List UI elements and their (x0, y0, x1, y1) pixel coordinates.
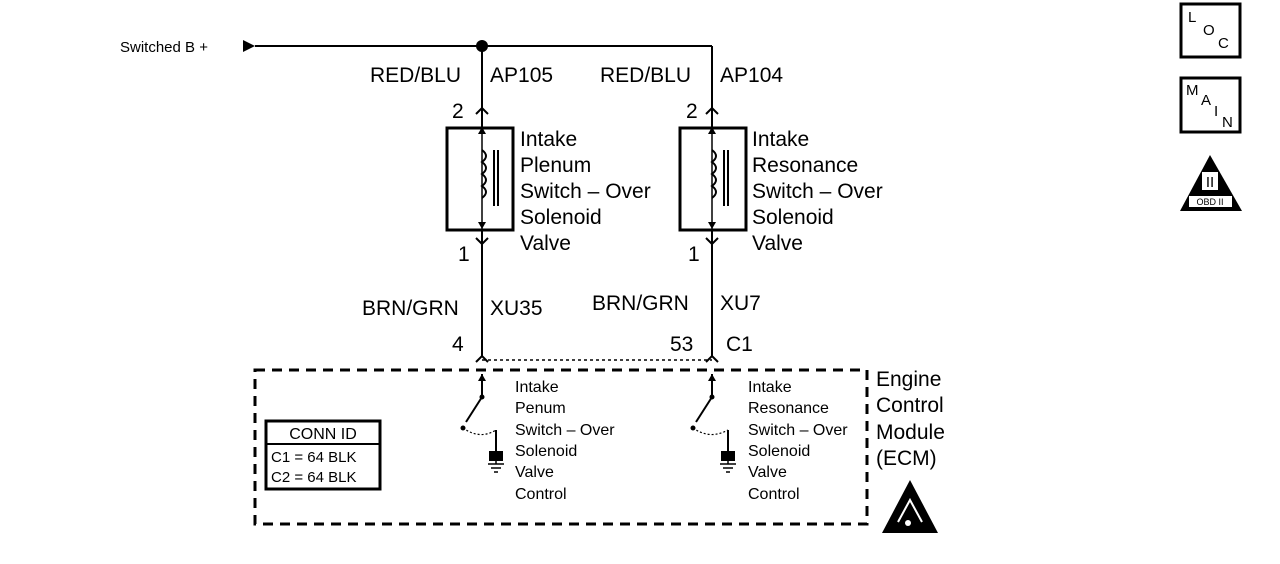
loc-button[interactable]: L O C (1179, 2, 1242, 59)
esd-warning-icon (882, 480, 938, 533)
right-component-name: Intake Resonance Switch – Over Solenoid … (752, 128, 889, 255)
right-ecm-pin: 53 (670, 333, 693, 356)
right-ecm-function: Intake Resonance Switch – Over Solenoid … (748, 379, 852, 503)
right-circuit: RED/BLU AP104 2 Intake Resonance Switch … (592, 64, 889, 503)
supply-label: Switched B + (120, 39, 208, 56)
svg-text:I: I (1214, 103, 1218, 120)
right-ground-icon (720, 461, 736, 473)
conn-id-row-c2: C2 = 64 BLK (271, 469, 356, 486)
left-switch-icon (465, 396, 483, 423)
svg-text:A: A (1201, 92, 1211, 109)
right-solenoid-arrow-down-icon (708, 222, 716, 229)
obd-numeral: II (1206, 174, 1214, 191)
ecm-boundary (253, 368, 869, 526)
conn-id-box: CONN ID C1 = 64 BLK C2 = 64 BLK (264, 419, 382, 491)
right-bottom-pin: 1 (688, 243, 700, 266)
left-driver-block-icon (489, 451, 503, 461)
svg-text:N: N (1222, 114, 1233, 131)
right-solenoid-arrow-up-icon (708, 127, 716, 134)
right-ecm-connector-icon (705, 354, 719, 363)
right-ecm-arrow-icon (708, 374, 716, 381)
supply-arrow-icon (243, 40, 255, 52)
left-ecm-function: Intake Penum Switch – Over Solenoid Valv… (515, 379, 619, 503)
left-coil-icon (480, 149, 487, 199)
conn-id-row-c1: C1 = 64 BLK (271, 449, 356, 466)
right-bottom-wire-circuit: XU7 (720, 292, 761, 315)
left-bottom-pin: 1 (458, 243, 470, 266)
left-solenoid-box (445, 126, 515, 232)
left-top-wire-circuit: AP105 (490, 64, 553, 87)
left-ecm-connector-icon (475, 354, 489, 363)
obd-ii-button[interactable]: II OBD II (1180, 155, 1242, 211)
left-bottom-wire-circuit: XU35 (490, 297, 543, 320)
right-driver-block-icon (721, 451, 735, 461)
svg-text:M: M (1186, 82, 1199, 99)
left-solenoid-arrow-down-icon (478, 222, 486, 229)
right-top-wire-color: RED/BLU (600, 64, 691, 87)
right-ecm-connector: C1 (726, 333, 753, 356)
left-solenoid-arrow-up-icon (478, 127, 486, 134)
conn-id-title: CONN ID (289, 426, 357, 443)
right-top-pin: 2 (686, 100, 698, 123)
left-bottom-wire-color: BRN/GRN (362, 297, 459, 320)
right-switch-icon (695, 396, 713, 423)
svg-text:C: C (1218, 35, 1229, 52)
left-ground-icon (488, 461, 504, 473)
obd-label: OBD II (1196, 197, 1223, 207)
right-coil-icon (710, 149, 717, 199)
left-circuit: RED/BLU AP105 2 Intake Plenum Switch – O… (362, 64, 657, 503)
left-top-pin: 2 (452, 100, 464, 123)
left-ecm-pin: 4 (452, 333, 464, 356)
ecm-label: Engine Control Module (ECM) (876, 368, 951, 470)
right-bottom-wire-color: BRN/GRN (592, 292, 689, 315)
left-top-wire-color: RED/BLU (370, 64, 461, 87)
svg-text:O: O (1203, 22, 1215, 39)
right-top-wire-circuit: AP104 (720, 64, 783, 87)
svg-text:L: L (1188, 9, 1196, 26)
left-ecm-arrow-icon (478, 374, 486, 381)
right-solenoid-box (678, 126, 748, 232)
left-component-name: Intake Plenum Switch – Over Solenoid Val… (520, 128, 657, 255)
main-button[interactable]: M A I N (1179, 76, 1242, 134)
